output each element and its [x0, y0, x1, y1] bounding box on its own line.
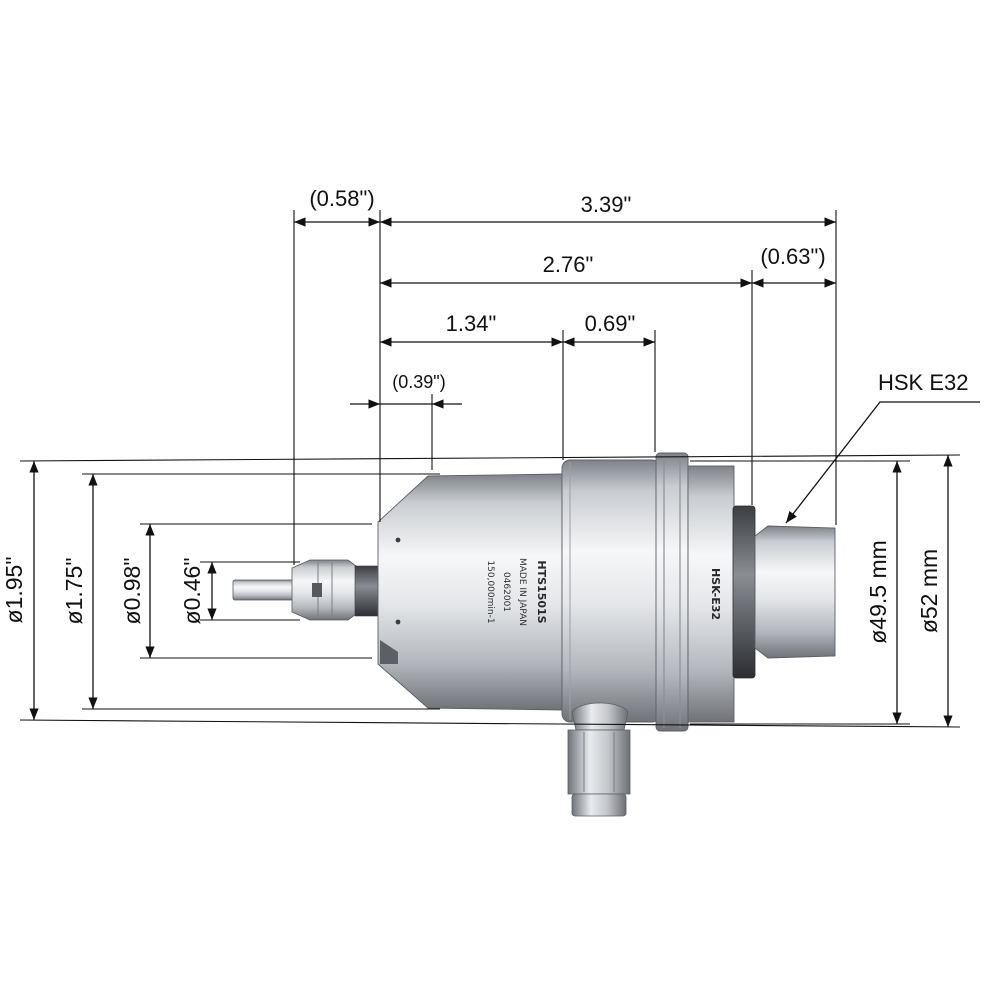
dim-nose-length: 1.34" [446, 311, 497, 336]
engraving-shank-marking: HSK-E32 [709, 568, 722, 620]
dim-body-length: 2.76" [543, 252, 594, 277]
rear-body [687, 465, 735, 723]
label-shank-type: HSK E32 [878, 370, 969, 395]
tool-shank [232, 579, 296, 601]
dim-dia-flange-mm: ø52 mm [916, 549, 942, 633]
horizontal-dimensions [294, 217, 836, 409]
dim-dia-body: ø1.75" [61, 558, 87, 625]
engraving-speed: 150,000min-1 [485, 560, 495, 623]
collet-nut [291, 559, 357, 621]
hsk-shank [754, 525, 836, 659]
nose-ring [354, 565, 380, 617]
hsk-leader [785, 401, 980, 524]
dim-dia-shank-mm: ø49.5 mm [865, 540, 891, 644]
spindle-housing [561, 459, 661, 723]
dim-housing-length: 0.69" [585, 311, 636, 336]
dim-collet-length: (0.58") [309, 186, 374, 211]
dim-dia-nose: ø0.98" [119, 558, 145, 625]
dim-shank-length: (0.63") [760, 244, 825, 269]
spindle-illustration: HTS1501S MADE IN JAPAN 0462001 150,000mi… [232, 452, 836, 817]
spindle-flange [655, 452, 689, 732]
air-fitting-base [571, 702, 629, 731]
vertical-dimensions [29, 455, 953, 727]
air-fitting-nut [567, 729, 631, 795]
dim-dia-collet: ø0.46" [179, 558, 205, 625]
engraving-serial: 0462001 [501, 572, 511, 612]
dim-overall-length: 3.39" [581, 192, 632, 217]
dim-nut-length: (0.39") [392, 372, 445, 392]
air-fitting-tip [571, 793, 627, 817]
clamp-ring [732, 505, 756, 679]
spindle-nose [377, 473, 563, 711]
dim-dia-max: ø1.95" [1, 557, 27, 624]
engraving-model: HTS1501S [535, 560, 548, 623]
engraving-made-in: MADE IN JAPAN [517, 558, 527, 626]
